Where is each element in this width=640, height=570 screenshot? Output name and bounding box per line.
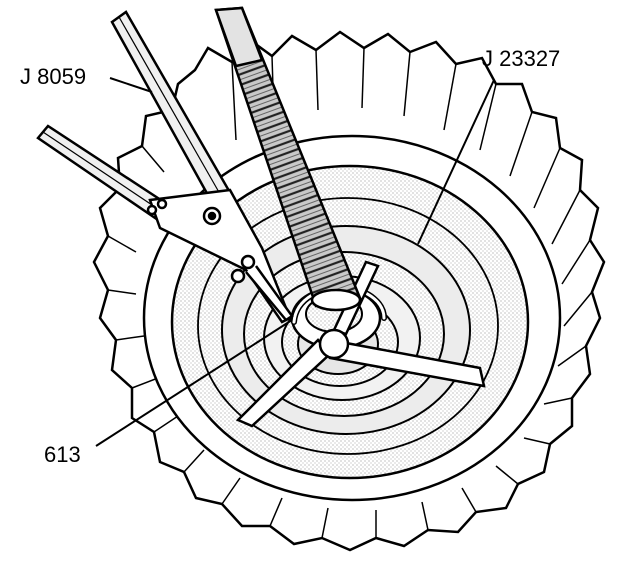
leader-613 xyxy=(95,319,293,447)
spline-ribs xyxy=(107,47,593,539)
label-613: 613 xyxy=(44,442,81,467)
snap-ring-pliers xyxy=(36,10,294,324)
label-j23327: J 23327 xyxy=(482,46,560,71)
compressor-plate-inner xyxy=(197,197,499,455)
leader-lines xyxy=(95,77,495,447)
threaded-screw xyxy=(214,6,362,312)
label-j8059: J 8059 xyxy=(20,64,86,89)
leader-j23327 xyxy=(417,79,495,245)
leader-j8059 xyxy=(109,77,153,93)
